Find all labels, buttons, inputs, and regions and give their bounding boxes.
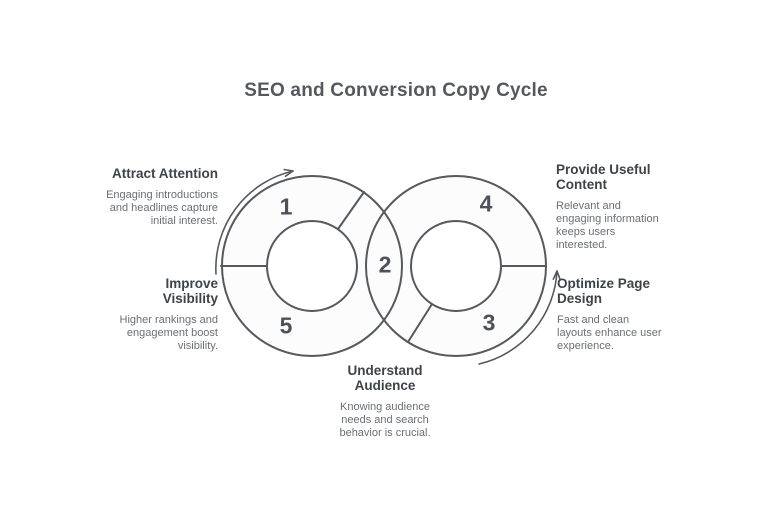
step-description: Engaging introductions and headlines cap… (106, 189, 218, 227)
step-heading: Understand Audience (347, 363, 423, 393)
step-description: Knowing audience needs and search behavi… (339, 401, 431, 439)
divider-2-3 (407, 303, 433, 343)
step-description: Relevant and engaging information keeps … (556, 200, 659, 251)
step-description: Fast and clean layouts enhance user expe… (557, 314, 662, 352)
step-description: Higher rankings and engagement boost vis… (119, 314, 218, 352)
label-attract-attention: Attract Attention Engaging introductions… (98, 166, 218, 228)
label-optimize-page-design: Optimize Page Design Fast and clean layo… (557, 276, 663, 353)
right-ring-hole (411, 221, 501, 311)
step-heading: Optimize Page Design (557, 276, 651, 306)
upward-arrowhead-icon (552, 270, 561, 281)
label-understand-audience: Understand Audience Knowing audience nee… (325, 363, 445, 440)
upward-arrow-icon (478, 270, 558, 365)
step-number-2: 2 (378, 251, 392, 278)
step-number-1: 1 (279, 193, 293, 220)
step-number-5: 5 (279, 312, 293, 339)
step-heading: Improve Visibility (162, 276, 218, 306)
label-improve-visibility: Improve Visibility Higher rankings and e… (118, 276, 218, 353)
ring-fills (222, 176, 546, 356)
clockwise-arrow-icon (215, 170, 294, 275)
divider-1-2 (337, 191, 365, 230)
page-title: SEO and Conversion Copy Cycle (244, 80, 548, 101)
step-heading: Provide Useful Content (556, 162, 651, 192)
label-provide-useful-content: Provide Useful Content Relevant and enga… (556, 162, 668, 252)
step-heading: Attract Attention (112, 166, 218, 181)
step-number-3: 3 (482, 309, 496, 336)
flow-arrows (215, 168, 561, 365)
left-ring-hole (267, 221, 357, 311)
step-number-4: 4 (479, 190, 493, 217)
clockwise-arrowhead-icon (283, 168, 294, 177)
segment-dividers (220, 191, 546, 343)
